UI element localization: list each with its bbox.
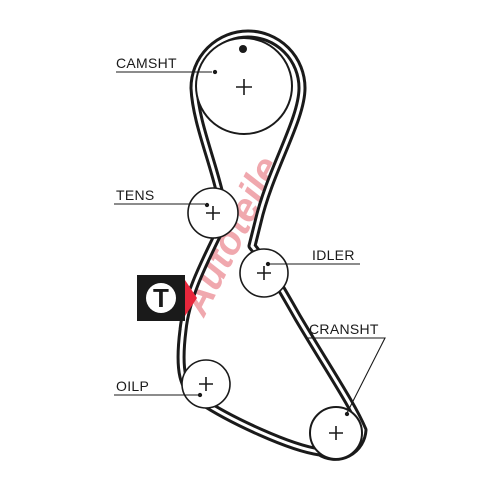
- tension-badge-letter: T: [153, 283, 169, 313]
- tensioner-label: TENS: [116, 187, 155, 203]
- oil-pump-pulley: [181, 359, 231, 409]
- idler-pulley: [239, 248, 289, 298]
- camshaft-center-cross: [236, 79, 252, 95]
- crankshaft-label: CRANSHT: [309, 321, 379, 337]
- idler-label: IDLER: [312, 247, 355, 263]
- camshaft-label: CAMSHT: [116, 55, 177, 71]
- crankshaft-pulley: [309, 406, 363, 460]
- tension-badge: T: [137, 275, 197, 321]
- oil-pump-label: OILP: [116, 378, 149, 394]
- crankshaft-leader: [307, 337, 386, 414]
- tension-badge-arrow: [185, 280, 197, 316]
- timing-mark-dot: [239, 45, 247, 53]
- camshaft-pulley: [195, 37, 293, 135]
- leader-lines: [114, 69, 386, 417]
- tensioner-pulley: [187, 187, 239, 239]
